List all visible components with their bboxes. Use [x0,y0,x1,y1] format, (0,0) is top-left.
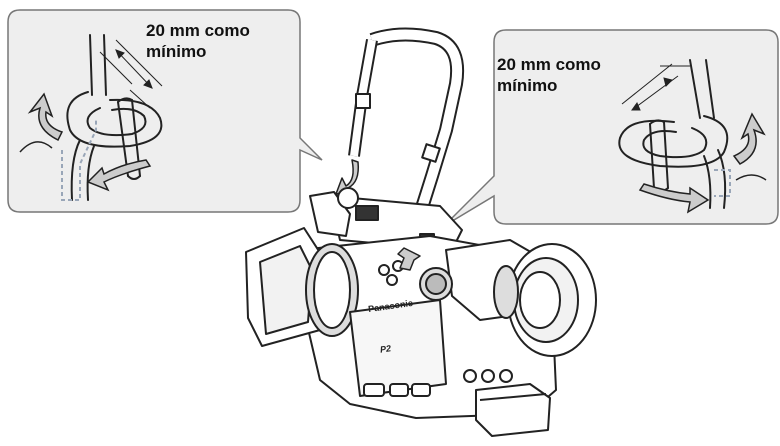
camera-model-text: P2 [379,343,392,355]
right-dashed-outline [714,169,731,197]
right-dimension [621,63,690,111]
right-callout-label: 20 mm como mínimo [497,55,601,95]
left-callout [7,9,323,213]
right-arrow-down [638,183,710,214]
left-arrow-curl [19,141,53,153]
left-dashed-outline [61,120,97,201]
left-strap-loop [66,34,163,201]
right-callout-panel [443,29,779,227]
right-arrow-up [732,112,766,165]
camcorder [245,27,597,437]
left-dimension [99,39,163,109]
battery [475,383,551,437]
left-arrow-down [86,159,152,192]
right-arrow-curl [735,174,767,181]
shoulder-strap [348,27,464,271]
slot-arrow [397,247,421,271]
right-callout [443,29,779,227]
left-arrow-up [27,92,64,142]
left-callout-panel [7,9,323,213]
right-strap-loop [618,59,729,209]
side-panel [349,299,447,397]
left-callout-label: 20 mm como mínimo [146,21,250,61]
